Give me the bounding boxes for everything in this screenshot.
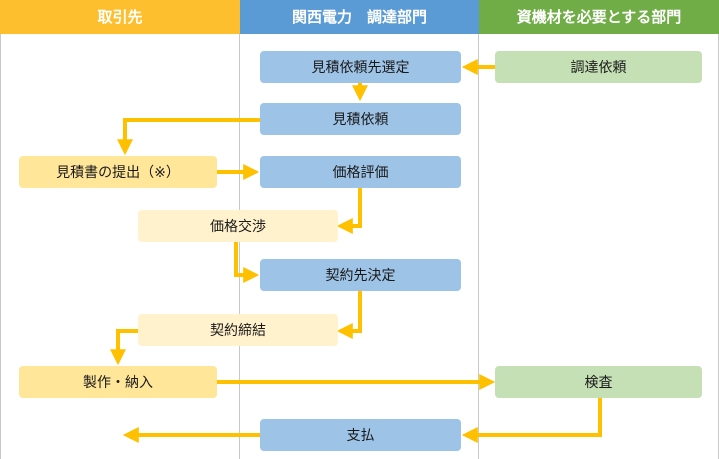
step-inspection: 検査 [495,366,702,398]
step-select-quote-supplier: 見積依頼先選定 [260,51,461,83]
step-quote-request: 見積依頼 [260,103,461,135]
step-submit-quote: 見積書の提出（※） [19,156,217,188]
lane-procurement [240,0,479,459]
step-manufacture-delivery: 製作・納入 [19,366,217,398]
step-payment: 支払 [260,419,461,451]
lane-header-procurement: 関西電力 調達部門 [240,0,479,34]
lane-header-requester: 資機材を必要とする部門 [479,0,719,34]
step-price-evaluation: 価格評価 [260,156,461,188]
lane-header-supplier: 取引先 [0,0,240,34]
step-price-negotiation: 価格交渉 [138,210,338,242]
step-conclude-contract: 契約締結 [138,314,338,346]
step-procurement-request: 調達依頼 [495,51,702,83]
step-decide-contractor: 契約先決定 [260,259,461,291]
